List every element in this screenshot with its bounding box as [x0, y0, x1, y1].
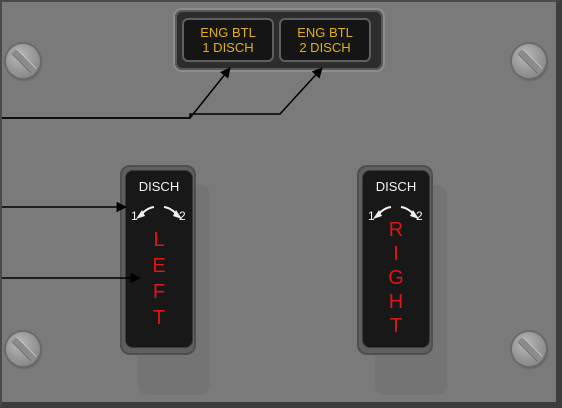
annunciator-1-line2: 1 DISCH	[202, 40, 254, 55]
eng-btl-1-disch-annunciator: ENG BTL 1 DISCH	[182, 18, 274, 62]
right-letter: I	[393, 243, 399, 265]
screw-bottom-right-icon	[512, 332, 546, 366]
left-fire-switch[interactable]: DISCH 1 2 L E F T	[120, 165, 196, 355]
right-letter: G	[388, 267, 404, 289]
left-rotate-arrows-icon	[136, 206, 182, 219]
left-letter: T	[152, 307, 166, 329]
screw-top-right-icon	[512, 44, 546, 78]
right-disch-label: DISCH	[375, 179, 417, 194]
annunciator-1-line1: ENG BTL	[200, 25, 256, 40]
eng-btl-2-disch-annunciator: ENG BTL 2 DISCH	[279, 18, 371, 62]
screw-top-left-icon	[6, 44, 40, 78]
annunciator-2-line1: ENG BTL	[297, 25, 353, 40]
right-switch-body[interactable]: DISCH 1 2 R I G H T	[362, 170, 430, 348]
callout-arrow-btl1	[0, 67, 231, 119]
right-letter: T	[389, 315, 403, 337]
right-letter: R	[388, 219, 404, 241]
right-fire-switch[interactable]: DISCH 1 2 R I G H T	[357, 165, 433, 355]
left-letter: E	[152, 255, 166, 277]
left-pos-2-label: 2	[179, 209, 186, 223]
left-switch-body[interactable]: DISCH 1 2 L E F T	[125, 170, 193, 348]
annunciator-bezel: ENG BTL 1 DISCH ENG BTL 2 DISCH	[175, 10, 383, 70]
left-disch-label: DISCH	[138, 179, 180, 194]
left-pos-1-label: 1	[131, 209, 138, 223]
left-letter: F	[152, 281, 166, 303]
right-rotate-arrows-icon	[373, 206, 419, 219]
annunciator-2-line2: 2 DISCH	[299, 40, 351, 55]
screw-bottom-left-icon	[6, 332, 40, 366]
left-letter: L	[153, 229, 165, 251]
right-letter: H	[388, 291, 404, 313]
right-pos-1-label: 1	[368, 209, 375, 223]
right-pos-2-label: 2	[416, 209, 423, 223]
callout-arrow-btl2	[0, 67, 323, 119]
